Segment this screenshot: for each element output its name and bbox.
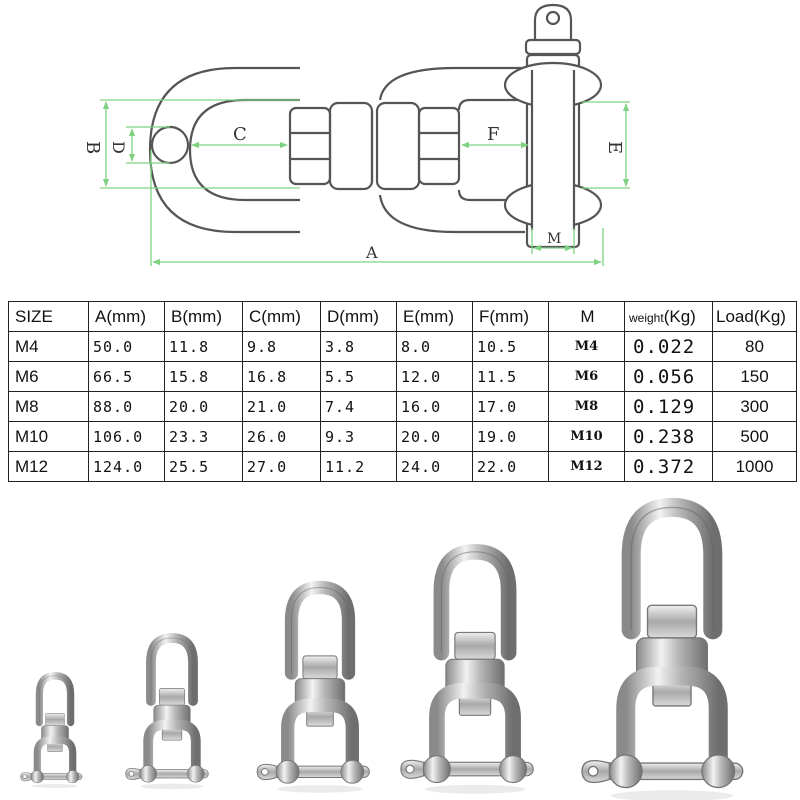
- table-header-row: SIZE A(mm) B(mm) C(mm) D(mm) E(mm) F(mm)…: [8, 301, 797, 332]
- cell-d: 11.2: [320, 451, 397, 482]
- cell-b: 20.0: [164, 391, 243, 422]
- eye-loop-drawing: [148, 66, 374, 234]
- cell-a: 88.0: [88, 391, 165, 422]
- cell-weight: 0.372: [624, 451, 713, 482]
- cell-b: 25.5: [164, 451, 243, 482]
- cell-f: 19.0: [472, 421, 549, 452]
- cell-e: 20.0: [396, 421, 473, 452]
- dim-label-f: F: [487, 124, 500, 145]
- header-f: F(mm): [472, 301, 549, 332]
- cell-m: M12: [548, 451, 625, 482]
- dim-label-d: D: [109, 141, 128, 154]
- cell-a: 124.0: [88, 451, 165, 482]
- cell-d: 7.4: [320, 391, 397, 422]
- product-photos: [20, 497, 744, 800]
- cell-load: 1000: [712, 451, 797, 482]
- cell-weight: 0.056: [624, 361, 713, 392]
- swivel-shackle-diagram-icon: B D C F E M A: [82, 3, 630, 266]
- header-m: M: [548, 301, 625, 332]
- cell-size: M4: [8, 331, 89, 362]
- dim-label-c: C: [233, 124, 247, 145]
- cell-a: 66.5: [88, 361, 165, 392]
- cell-a: 50.0: [88, 331, 165, 362]
- cell-m: M10: [548, 421, 625, 452]
- cell-size: M12: [8, 451, 89, 482]
- dim-label-e: E: [604, 141, 625, 154]
- jaw-drawing: [375, 3, 603, 249]
- cell-e: 24.0: [396, 451, 473, 482]
- cell-weight: 0.129: [624, 391, 713, 422]
- header-weight-word: weight: [629, 310, 664, 325]
- cell-load: 500: [712, 421, 797, 452]
- cell-e: 8.0: [396, 331, 473, 362]
- swivel-shackle-photo-icon: [256, 580, 370, 793]
- cell-f: 22.0: [472, 451, 549, 482]
- dim-label-b: B: [82, 141, 103, 154]
- cell-load: 150: [712, 361, 797, 392]
- cell-b: 23.3: [164, 421, 243, 452]
- header-weight: weight(Kg): [624, 301, 713, 332]
- cell-d: 9.3: [320, 421, 397, 452]
- cell-d: 3.8: [320, 331, 397, 362]
- cell-f: 10.5: [472, 331, 549, 362]
- cell-load: 300: [712, 391, 797, 422]
- cell-c: 21.0: [242, 391, 321, 422]
- header-d: D(mm): [320, 301, 397, 332]
- header-a: A(mm): [88, 301, 165, 332]
- cell-c: 27.0: [242, 451, 321, 482]
- dim-label-a: A: [365, 243, 378, 262]
- cell-c: 9.8: [242, 331, 321, 362]
- cell-e: 12.0: [396, 361, 473, 392]
- cell-m: M6: [548, 361, 625, 392]
- dim-label-m: M: [547, 231, 561, 247]
- cell-e: 16.0: [396, 391, 473, 422]
- cell-c: 26.0: [242, 421, 321, 452]
- cell-weight: 0.022: [624, 331, 713, 362]
- cell-c: 16.8: [242, 361, 321, 392]
- cell-a: 106.0: [88, 421, 165, 452]
- header-b: B(mm): [164, 301, 243, 332]
- spec-table: SIZE A(mm) B(mm) C(mm) D(mm) E(mm) F(mm)…: [8, 301, 797, 482]
- header-c: C(mm): [242, 301, 321, 332]
- swivel-shackle-photo-icon: [581, 497, 744, 800]
- cell-weight: 0.238: [624, 421, 713, 452]
- cell-f: 11.5: [472, 361, 549, 392]
- header-e: E(mm): [396, 301, 473, 332]
- header-size: SIZE: [8, 301, 89, 332]
- cell-b: 11.8: [164, 331, 243, 362]
- cell-f: 17.0: [472, 391, 549, 422]
- swivel-shackle-photo-icon: [125, 633, 209, 790]
- swivel-shackle-photo-icon: [20, 672, 83, 789]
- cell-size: M6: [8, 361, 89, 392]
- cell-b: 15.8: [164, 361, 243, 392]
- cell-m: M4: [548, 331, 625, 362]
- swivel-shackle-photo-icon: [400, 543, 534, 794]
- cell-load: 80: [712, 331, 797, 362]
- cell-d: 5.5: [320, 361, 397, 392]
- cell-size: M8: [8, 391, 89, 422]
- cell-m: M8: [548, 391, 625, 422]
- header-load: Load(Kg): [712, 301, 797, 332]
- dimension-lines: [100, 99, 630, 266]
- cell-size: M10: [8, 421, 89, 452]
- header-weight-unit: (Kg): [663, 306, 696, 326]
